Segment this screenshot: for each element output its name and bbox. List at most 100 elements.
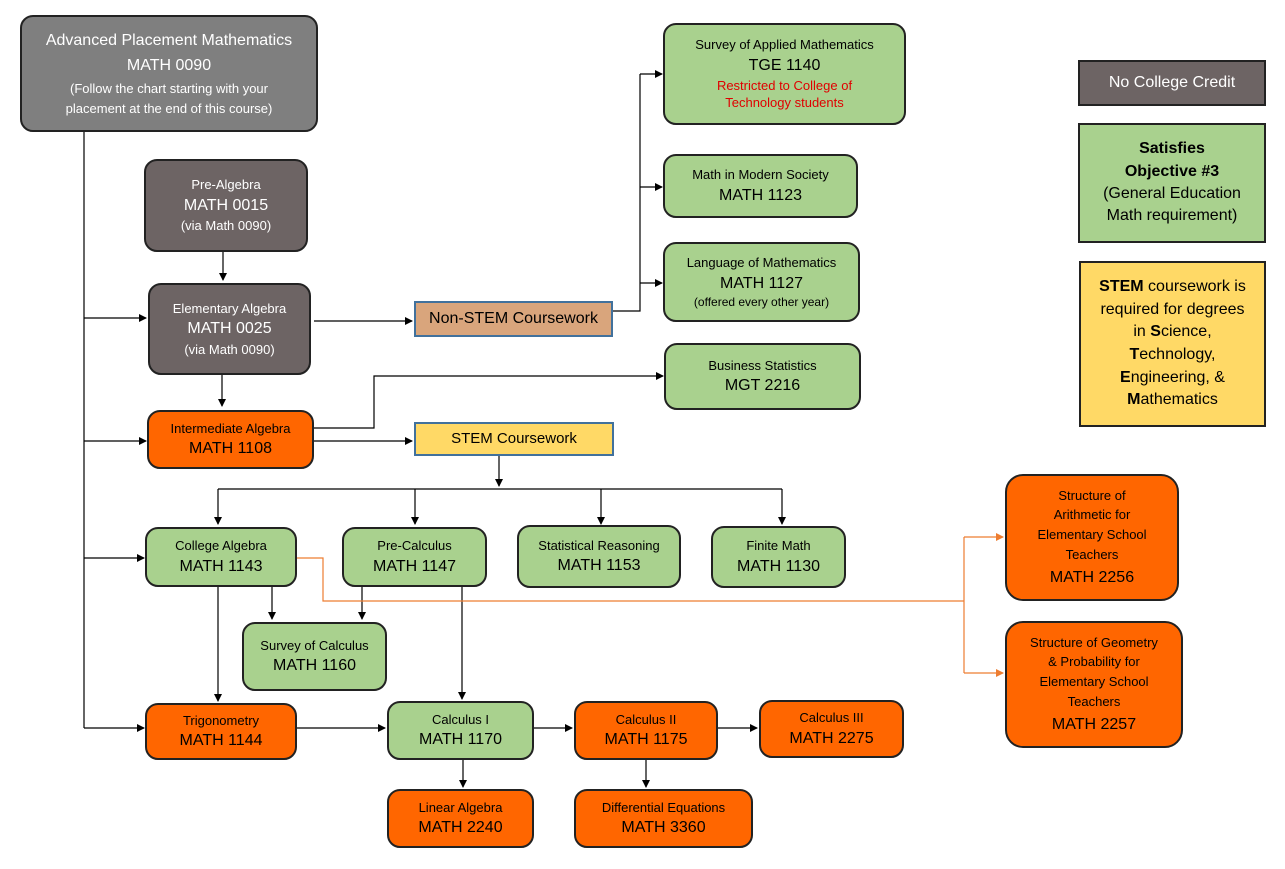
survey-of-calculus-box: Survey of Calculus MATH 1160 (242, 622, 387, 691)
linalg-title: Linear Algebra (418, 799, 503, 815)
trig-title: Trigonometry (182, 712, 260, 728)
calculus-1-box: Calculus I MATH 1170 (387, 701, 534, 760)
linear-algebra-box: Linear Algebra MATH 2240 (387, 789, 534, 848)
legend-stem-m: M (1127, 391, 1141, 409)
differential-equations-box: Differential Equations MATH 3360 (574, 789, 753, 848)
legend-stem-s: S (1150, 323, 1161, 341)
structure-geometry-box: Structure of Geometry & Probability for … (1005, 621, 1183, 748)
geom-line-2: & Probability for (1048, 654, 1140, 670)
college-algebra-code: MATH 1143 (179, 557, 263, 575)
survey-applied-title: Survey of Applied Mathematics (695, 37, 874, 53)
legend-stem-line-3: in Science, (1133, 321, 1211, 344)
legend-stem-bold: STEM (1099, 277, 1144, 295)
language-note: (offered every other year) (693, 294, 830, 309)
arith-line-4: Teachers (1065, 546, 1119, 562)
pre-algebra-note: (via Math 0090) (180, 218, 272, 234)
legend-stem-line-1: STEM coursework is (1099, 276, 1246, 299)
modern-code: MATH 1123 (719, 186, 802, 204)
language-of-math-box: Language of Mathematics MATH 1127 (offer… (663, 242, 860, 322)
finite-code: MATH 1130 (737, 557, 820, 575)
survey-calc-title: Survey of Calculus (260, 637, 369, 653)
legend-stem-rest: coursework is (1143, 277, 1246, 295)
arith-line-2: Arithmetic for (1053, 507, 1131, 523)
legend-stem-in: in (1133, 323, 1151, 341)
elementary-algebra-box: Elementary Algebra MATH 0025 (via Math 0… (148, 283, 311, 375)
legend-stem-line-6: Mathematics (1127, 389, 1218, 412)
legend-stem-e: E (1120, 368, 1131, 386)
stat-reason-code: MATH 1153 (557, 557, 641, 575)
ap-code: MATH 0090 (126, 56, 212, 74)
ap-note-1: (Follow the chart starting with your (70, 81, 268, 97)
structure-arithmetic-box: Structure of Arithmetic for Elementary S… (1005, 474, 1179, 601)
diffeq-code: MATH 3360 (621, 819, 706, 837)
legend-satisfies-1: Satisfies (1139, 140, 1205, 158)
language-title: Language of Mathematics (686, 254, 837, 270)
calc1-code: MATH 1170 (419, 731, 502, 749)
calc3-code: MATH 2275 (789, 729, 874, 747)
calculus-2-box: Calculus II MATH 1175 (574, 701, 718, 760)
non-stem-coursework-box: Non-STEM Coursework (414, 301, 613, 337)
arith-code: MATH 2256 (1049, 569, 1135, 587)
calc2-title: Calculus II (615, 711, 677, 727)
college-algebra-title: College Algebra (175, 538, 267, 554)
geom-line-3: Elementary School (1039, 673, 1149, 689)
legend-satisfies: Satisfies Objective #3 (General Educatio… (1078, 123, 1266, 243)
non-stem-label: Non-STEM Coursework (429, 310, 598, 328)
survey-applied-math-box: Survey of Applied Mathematics TGE 1140 R… (663, 23, 906, 125)
legend-stem-line-2: required for degrees (1100, 300, 1245, 318)
linalg-code: MATH 2240 (418, 819, 503, 837)
business-statistics-box: Business Statistics MGT 2216 (664, 343, 861, 410)
arith-line-3: Elementary School (1037, 526, 1147, 542)
finite-title: Finite Math (746, 538, 811, 554)
legend-stem-line-5: Engineering, & (1120, 367, 1225, 390)
pre-algebra-title: Pre-Algebra (191, 177, 261, 193)
arith-line-1: Structure of (1058, 487, 1126, 503)
stem-label: STEM Coursework (451, 430, 577, 447)
survey-applied-restriction-1: Restricted to College of (716, 77, 853, 93)
pre-calculus-box: Pre-Calculus MATH 1147 (342, 527, 487, 587)
language-code: MATH 1127 (720, 274, 803, 292)
survey-applied-code: TGE 1140 (748, 56, 821, 74)
ap-note-2: placement at the end of this course) (65, 100, 273, 116)
ap-title: Advanced Placement Mathematics (45, 31, 293, 49)
legend-no-credit-label: No College Credit (1108, 74, 1236, 91)
diffeq-title: Differential Equations (601, 799, 726, 815)
business-title: Business Statistics (708, 357, 817, 373)
legend-stem-mathematics: athematics (1140, 391, 1218, 409)
stem-coursework-box: STEM Coursework (414, 422, 614, 456)
business-code: MGT 2216 (724, 377, 801, 395)
legend-stem-t: T (1129, 346, 1140, 363)
stat-reason-title: Statistical Reasoning (538, 537, 660, 553)
legend-stem: STEM coursework is required for degrees … (1079, 261, 1266, 427)
pre-calculus-title: Pre-Calculus (377, 538, 452, 554)
calculus-3-box: Calculus III MATH 2275 (759, 700, 904, 758)
legend-stem-line-4: Technology, (1130, 344, 1216, 367)
pre-calculus-code: MATH 1147 (373, 557, 456, 575)
elementary-algebra-code: MATH 0025 (187, 320, 272, 338)
legend-stem-engineering: ngineering, & (1130, 368, 1225, 386)
trigonometry-box: Trigonometry MATH 1144 (145, 703, 297, 760)
legend-no-credit: No College Credit (1078, 60, 1266, 106)
geom-line-4: Teachers (1067, 693, 1121, 709)
ap-math-0090-box: Advanced Placement Mathematics MATH 0090… (20, 15, 318, 132)
legend-satisfies-2: Objective #3 (1124, 162, 1220, 180)
statistical-reasoning-box: Statistical Reasoning MATH 1153 (517, 525, 681, 588)
survey-applied-restriction-2: Technology students (725, 95, 844, 111)
survey-calc-code: MATH 1160 (273, 657, 356, 675)
geom-code: MATH 2257 (1051, 716, 1137, 734)
finite-math-box: Finite Math MATH 1130 (711, 526, 846, 588)
geom-line-1: Structure of Geometry (1030, 634, 1158, 650)
elementary-algebra-title: Elementary Algebra (172, 300, 287, 316)
elementary-algebra-note: (via Math 0090) (184, 341, 275, 357)
college-algebra-box: College Algebra MATH 1143 (145, 527, 297, 587)
modern-title: Math in Modern Society (692, 167, 829, 183)
legend-stem-science: cience, (1160, 323, 1212, 341)
calc2-code: MATH 1175 (604, 731, 688, 749)
legend-satisfies-4: Math requirement) (1106, 207, 1238, 225)
pre-algebra-code: MATH 0015 (183, 196, 269, 214)
intermediate-algebra-code: MATH 1108 (189, 440, 272, 458)
math-modern-society-box: Math in Modern Society MATH 1123 (663, 154, 858, 218)
pre-algebra-box: Pre-Algebra MATH 0015 (via Math 0090) (144, 159, 308, 252)
calc3-title: Calculus III (799, 710, 864, 726)
